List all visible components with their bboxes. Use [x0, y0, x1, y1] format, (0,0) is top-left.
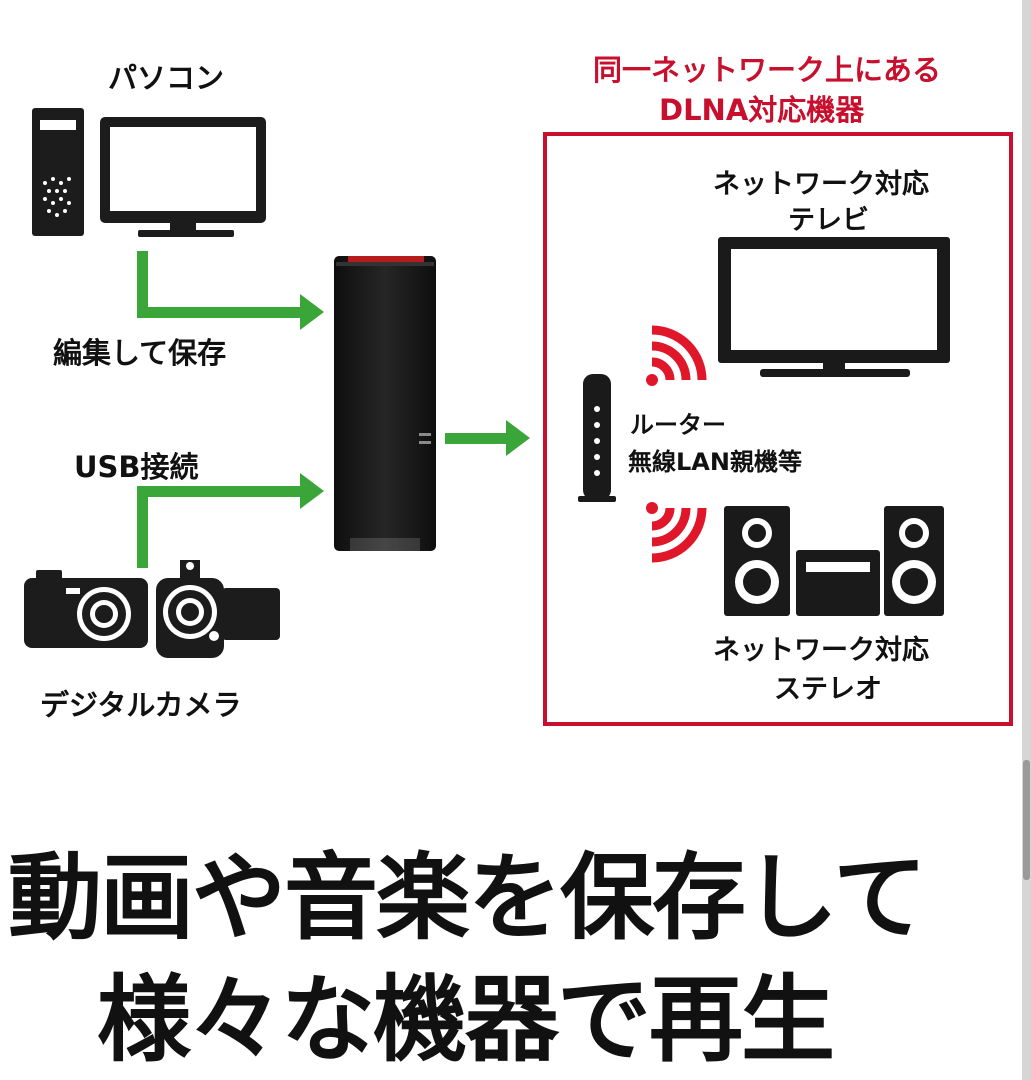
arrow-pc-to-nas [137, 251, 324, 330]
scrollbar-thumb[interactable] [1023, 760, 1030, 880]
stereo-label-line2: ステレオ [774, 674, 882, 705]
router-label-line1: ルーター [630, 411, 726, 439]
network-header-line2: DLNA対応機器 [659, 93, 865, 127]
video-camera-icon [156, 560, 280, 658]
nas-device-icon [334, 256, 436, 551]
network-box [543, 132, 1013, 726]
stereo-icon [724, 506, 944, 616]
wifi-signal-icon [646, 325, 707, 386]
router-label-line2: 無線LAN親機等 [628, 448, 802, 476]
pc-label: パソコン [108, 61, 225, 95]
usb-label: USB接続 [74, 450, 199, 484]
scrollbar[interactable] [1022, 0, 1031, 1080]
headline-line2: 様々な機器で再生 [97, 966, 835, 1075]
router-icon [578, 374, 616, 502]
arrow-camera-to-nas [137, 473, 324, 568]
tv-icon [718, 237, 950, 377]
tv-label-line2: テレビ [788, 205, 869, 236]
network-header-line1: 同一ネットワーク上にある [593, 53, 942, 87]
headline-line1: 動画や音楽を保存して [8, 844, 927, 953]
edit-save-label: 編集して保存 [53, 336, 227, 370]
tv-label-line1: ネットワーク対応 [713, 169, 929, 200]
arrow-nas-to-network [445, 420, 530, 456]
desktop-pc-icon [32, 108, 266, 237]
camera-label: デジタルカメラ [40, 688, 242, 722]
compact-camera-icon [24, 570, 148, 648]
stereo-label-line1: ネットワーク対応 [713, 635, 929, 666]
wifi-signal-icon [646, 502, 707, 563]
